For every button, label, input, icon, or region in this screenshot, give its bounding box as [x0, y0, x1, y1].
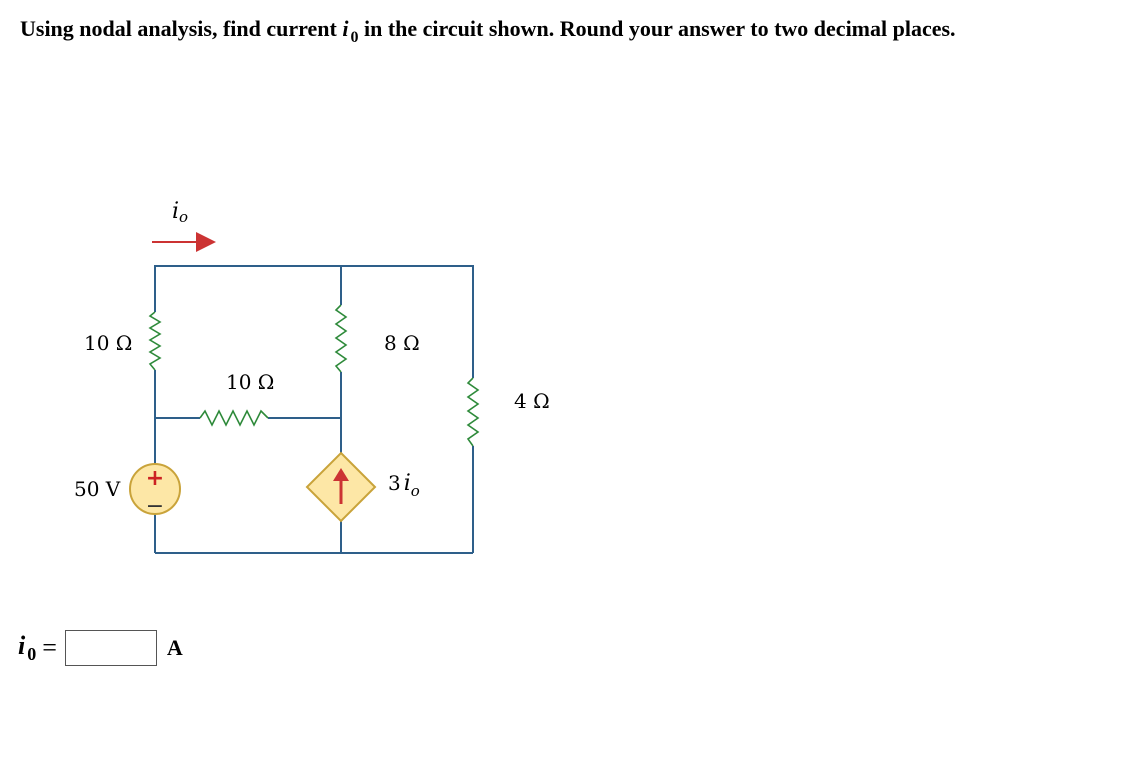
- label-r1: 10 Ω: [84, 331, 132, 355]
- source-plus: +: [146, 466, 164, 491]
- source-minus: −: [146, 494, 164, 519]
- answer-variable-letter: i: [18, 631, 26, 660]
- resistor-r3: [334, 304, 348, 373]
- voltage-source: + −: [129, 463, 181, 519]
- question-variable: i: [342, 16, 349, 41]
- io-label: io: [172, 199, 188, 226]
- answer-unit: A: [166, 635, 183, 660]
- resistor-r2: [199, 409, 269, 427]
- wire-top: [154, 265, 474, 378]
- io-label-var: i: [172, 199, 179, 224]
- dep-var: i: [404, 471, 411, 496]
- wires: [154, 265, 474, 554]
- answer-equals: =: [42, 633, 57, 662]
- question-variable-subscript: 0: [350, 29, 359, 46]
- io-label-sub: o: [179, 208, 188, 226]
- answer-variable-subscript: 0: [27, 644, 37, 664]
- resistor-r1: [148, 311, 162, 371]
- question-suffix: in the circuit shown. Round your answer …: [358, 16, 956, 41]
- label-r2: 10 Ω: [226, 370, 274, 394]
- dependent-current-source: [305, 451, 377, 523]
- dep-coef: 3: [388, 471, 401, 495]
- question-prefix: Using nodal analysis, find current: [20, 16, 343, 41]
- answer-input[interactable]: [64, 630, 157, 666]
- label-r3: 8 Ω: [384, 331, 420, 355]
- label-r4: 4 Ω: [514, 389, 550, 413]
- dep-sub: o: [411, 482, 420, 500]
- resistor-r4: [466, 377, 480, 447]
- label-source: 50 V: [74, 477, 121, 501]
